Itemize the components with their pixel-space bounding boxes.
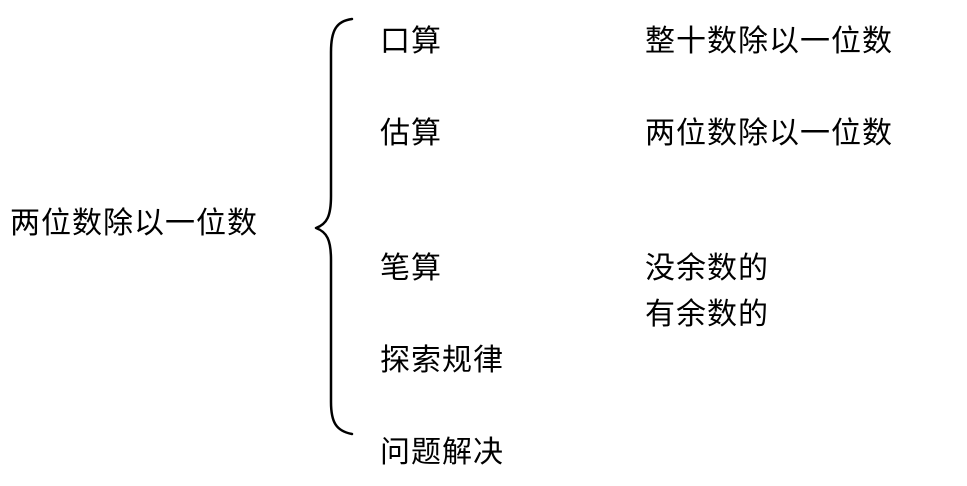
detail-estimation: 两位数除以一位数 [645, 116, 893, 151]
detail-no-remainder: 没余数的 [645, 251, 769, 286]
branch-written-calculation: 笔算 [380, 251, 442, 286]
branch-estimation: 估算 [380, 116, 442, 151]
branch-problem-solving: 问题解决 [380, 435, 504, 470]
branch-explore-patterns: 探索规律 [380, 343, 504, 378]
detail-with-remainder: 有余数的 [645, 297, 769, 332]
root-topic: 两位数除以一位数 [10, 206, 258, 241]
detail-oral-calculation: 整十数除以一位数 [645, 24, 893, 59]
branch-oral-calculation: 口算 [380, 24, 442, 59]
brace-path [314, 17, 354, 436]
